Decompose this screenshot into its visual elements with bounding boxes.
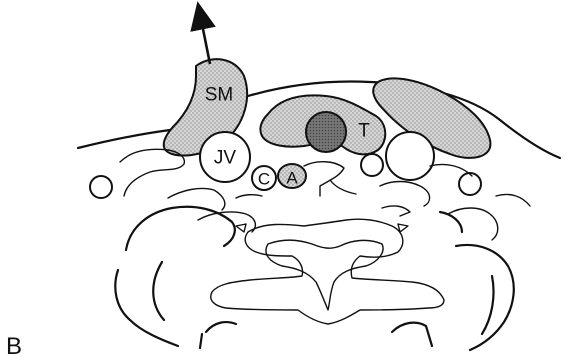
esophagus	[304, 162, 356, 196]
right-lateral-node	[459, 173, 481, 195]
panel-letter: B	[6, 333, 22, 358]
label-a: A	[286, 169, 298, 188]
posterior-contour	[200, 322, 432, 348]
label-jv: JV	[214, 148, 237, 169]
left-scalene-contour	[115, 207, 235, 346]
trachea-lumen	[306, 112, 346, 152]
right-jugular-vein	[386, 132, 434, 180]
label-c: C	[258, 170, 270, 189]
right-scalene-contour	[440, 212, 514, 350]
direction-arrow-icon	[200, 14, 210, 64]
transverse-foramina	[236, 224, 408, 232]
right-carotid-artery	[361, 154, 383, 176]
left-lateral-node	[90, 176, 112, 198]
vertebral-canal	[266, 240, 383, 310]
label-sm: SM	[205, 85, 234, 106]
label-t: T	[358, 121, 370, 142]
